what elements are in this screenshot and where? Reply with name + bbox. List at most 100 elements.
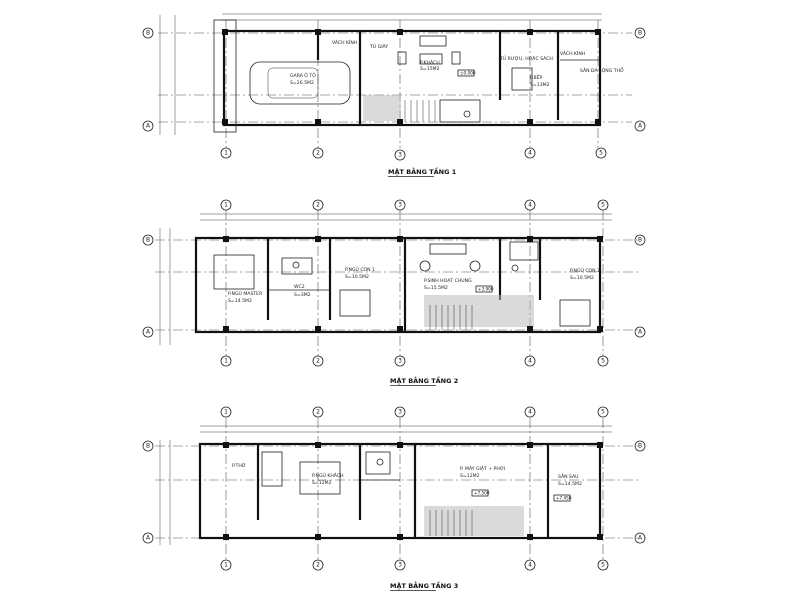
room-area: S=3M2 xyxy=(294,292,311,298)
wc-room-outline xyxy=(281,257,313,275)
grid-bubble-row-A: A xyxy=(142,532,154,544)
svg-text:4: 4 xyxy=(528,358,532,365)
bed-icon xyxy=(261,451,283,487)
svg-text:1: 1 xyxy=(224,358,228,365)
svg-text:5: 5 xyxy=(601,409,605,416)
sofa-icon xyxy=(419,35,447,47)
grid-bubble-col-4: 4 xyxy=(524,147,536,159)
svg-text:A: A xyxy=(638,535,643,542)
grid-bubble-row-B: B xyxy=(142,27,154,39)
level-tag xyxy=(457,69,475,77)
svg-text:5: 5 xyxy=(601,562,605,569)
wc-room-outline xyxy=(365,451,391,475)
room-name: WC2 xyxy=(294,284,305,290)
level-tag xyxy=(475,285,493,293)
room-name: P. MÁY GIẶT + PHƠI xyxy=(460,465,505,472)
svg-text:1: 1 xyxy=(224,202,228,209)
toilet-icon xyxy=(511,264,519,272)
toilet-icon xyxy=(376,458,384,466)
svg-text:B: B xyxy=(146,30,150,37)
svg-text:B: B xyxy=(638,237,642,244)
floor-plan-2: 1 2 3 4 5 1 2 3 4 5 B B A A P.NGỦ MASTER… xyxy=(142,199,646,386)
grid-bubble-row-A: A xyxy=(634,326,646,338)
wc-room-outline xyxy=(439,99,481,123)
annotation-note: TỦ GIÀY xyxy=(369,42,388,50)
svg-text:B: B xyxy=(638,443,642,450)
room-name: P.SINH HOẠT CHUNG xyxy=(424,278,472,284)
room-area: S=10.5M2 xyxy=(345,274,369,280)
room-area: S=14.5M2 xyxy=(558,481,582,487)
svg-text:2: 2 xyxy=(316,150,320,157)
grid-bubble-col-4-bottom: 4 xyxy=(524,559,536,571)
grid-bubble-col-3-bottom: 3 xyxy=(394,559,406,571)
annotation-note: VÁCH KÍNH xyxy=(560,50,585,57)
level-value: +7.500 xyxy=(474,491,490,496)
room-area: S=15M2 xyxy=(420,66,440,72)
svg-text:A: A xyxy=(638,123,643,130)
room-name: P.NGỦ CON 1 xyxy=(345,265,375,273)
svg-text:3: 3 xyxy=(398,409,402,416)
coffee-table-icon xyxy=(419,53,443,65)
car-roof-outline xyxy=(267,67,319,99)
svg-text:A: A xyxy=(146,123,151,130)
room-area: S=14.5M2 xyxy=(228,298,252,304)
grid-bubble-col-1: 1 xyxy=(220,406,232,418)
grid-bubble-col-4: 4 xyxy=(524,406,536,418)
grid-bubble-col-3: 3 xyxy=(394,199,406,211)
stair-hatch xyxy=(424,295,534,327)
room-name: P.NGỦ KHÁCH xyxy=(312,471,344,479)
room-area: S=15.5M2 xyxy=(424,285,448,291)
grid-bubble-col-2: 2 xyxy=(312,199,324,211)
svg-text:1: 1 xyxy=(224,150,228,157)
floor-plan-1: 1 2 3 4 5 B B A A GARA Ô TÔ S=26.5M2 P.K… xyxy=(142,13,646,177)
svg-text:B: B xyxy=(146,237,150,244)
grid-bubble-col-5: 5 xyxy=(597,199,609,211)
toilet-icon xyxy=(463,110,471,118)
floor-title: MẶT BẰNG TẦNG 3 xyxy=(390,580,458,590)
armchair-icon xyxy=(469,260,481,272)
svg-text:3: 3 xyxy=(398,202,402,209)
toilet-icon xyxy=(292,261,300,269)
svg-text:3: 3 xyxy=(398,358,402,365)
grid-bubble-col-1-bottom: 1 xyxy=(220,559,232,571)
svg-text:1: 1 xyxy=(224,562,228,569)
room-name: SÂN ĐÁ LỘNG THỔ xyxy=(580,66,624,74)
structural-columns xyxy=(222,29,601,125)
grid-bubble-row-A: A xyxy=(634,120,646,132)
level-value: +3.900 xyxy=(478,287,494,292)
car-icon xyxy=(249,61,351,105)
svg-text:4: 4 xyxy=(528,409,532,416)
level-value: +7.450 xyxy=(556,496,572,501)
grid-bubble-row-B: B xyxy=(634,27,646,39)
dining-table-icon xyxy=(511,67,533,91)
svg-text:1: 1 xyxy=(224,409,228,416)
svg-text:2: 2 xyxy=(316,562,320,569)
exterior-wall xyxy=(222,29,602,127)
bed-icon xyxy=(299,461,341,495)
structural-columns xyxy=(223,442,603,540)
svg-text:5: 5 xyxy=(601,202,605,209)
grid-bubble-row-B: B xyxy=(142,234,154,246)
grid-bubble-col-5-bottom: 5 xyxy=(597,355,609,367)
grid-bubble-row-B: B xyxy=(634,234,646,246)
svg-text:A: A xyxy=(638,329,643,336)
room-area: S=26.5M2 xyxy=(290,80,314,86)
svg-text:A: A xyxy=(146,329,151,336)
level-tag xyxy=(471,489,489,497)
bed-icon xyxy=(339,289,371,317)
stair-treads xyxy=(404,100,436,122)
master-bed-icon xyxy=(213,254,255,290)
grid-bubble-row-A: A xyxy=(634,532,646,544)
svg-text:2: 2 xyxy=(316,202,320,209)
floor-title: MẶT BẰNG TẦNG 1 xyxy=(388,166,457,176)
room-name: P.THỜ xyxy=(232,462,246,469)
grid-bubble-row-B: B xyxy=(142,440,154,452)
room-name: SÂN SAU xyxy=(558,473,579,480)
grid-bubble-col-2: 2 xyxy=(312,147,324,159)
wc-room-outline xyxy=(509,241,539,261)
svg-text:4: 4 xyxy=(528,202,532,209)
svg-text:3: 3 xyxy=(398,152,402,159)
annotation-note: VÁCH KÍNH xyxy=(332,39,357,46)
grid-bubble-col-1: 1 xyxy=(220,199,232,211)
